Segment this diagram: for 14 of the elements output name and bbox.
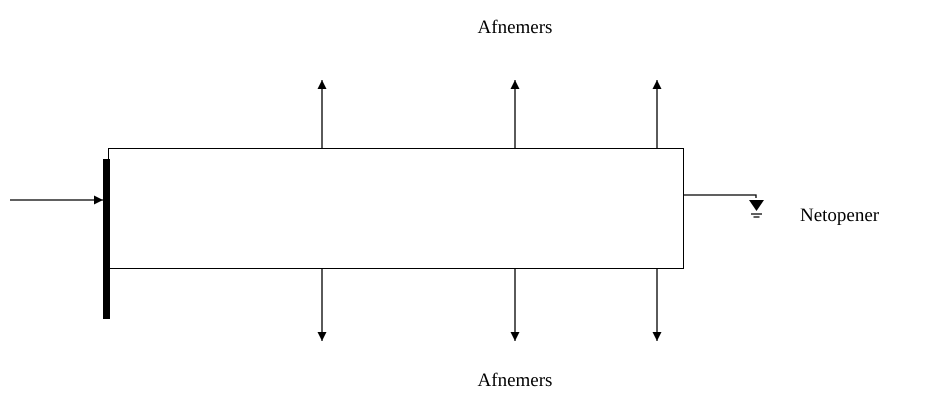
arrow xyxy=(510,269,520,341)
arrow xyxy=(510,80,520,148)
outlet-label: Netopener xyxy=(800,205,880,227)
pipe-box xyxy=(108,148,684,269)
consumers-label: Afnemers xyxy=(478,17,552,39)
header-bar xyxy=(103,159,110,319)
arrow xyxy=(318,80,326,148)
arrow xyxy=(652,80,662,148)
connector-line xyxy=(684,194,757,198)
arrow xyxy=(318,269,326,341)
arrow xyxy=(10,196,103,204)
consumers-label: Afnemers xyxy=(478,370,552,392)
outlet-symbol xyxy=(748,198,765,220)
arrow xyxy=(652,269,662,341)
